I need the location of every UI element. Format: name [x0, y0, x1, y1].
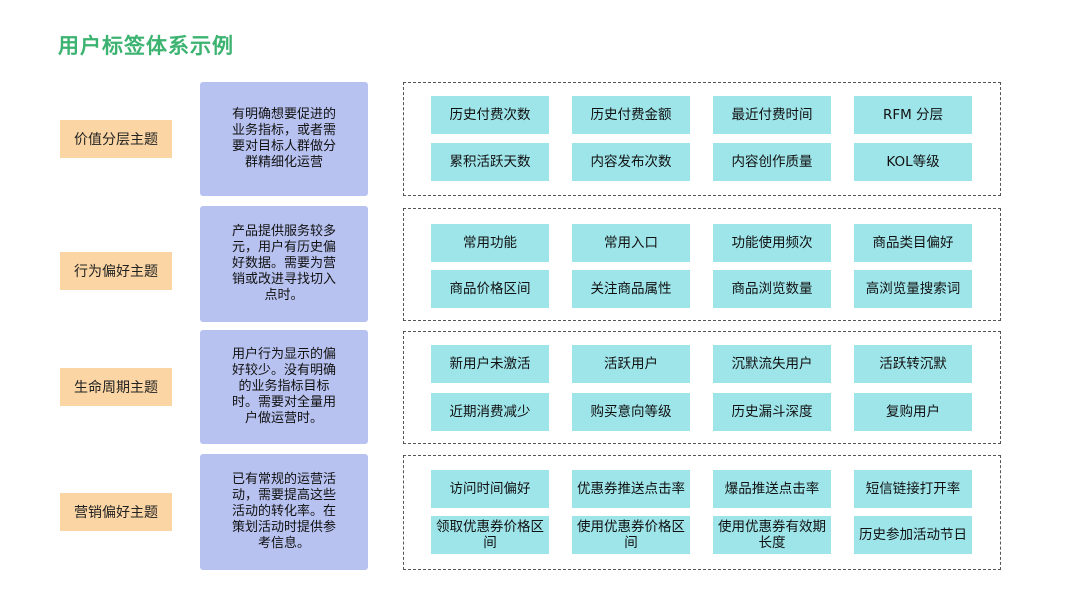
tag: 领取优惠券价格区间 — [431, 516, 549, 554]
tag: 短信链接打开率 — [854, 470, 972, 508]
tag: 历史付费次数 — [431, 96, 549, 134]
tag: 活跃用户 — [572, 345, 690, 383]
tag: 活跃转沉默 — [854, 345, 972, 383]
tag: 常用入口 — [572, 224, 690, 262]
tag: KOL等级 — [854, 143, 972, 181]
tag: 沉默流失用户 — [713, 345, 831, 383]
theme-label: 营销偏好主题 — [60, 493, 172, 531]
tag: 关注商品属性 — [572, 270, 690, 308]
tag-box: 新用户未激活 活跃用户 沉默流失用户 活跃转沉默 近期消费减少 购买意向等级 历… — [403, 331, 1001, 444]
tag: 内容创作质量 — [713, 143, 831, 181]
tag-box: 常用功能 常用入口 功能使用频次 商品类目偏好 商品价格区间 关注商品属性 商品… — [403, 208, 1001, 321]
tag-box: 历史付费次数 历史付费金额 最近付费时间 RFM 分层 累积活跃天数 内容发布次… — [403, 82, 1001, 196]
theme-label: 价值分层主题 — [60, 120, 172, 158]
tag-box: 访问时间偏好 优惠券推送点击率 爆品推送点击率 短信链接打开率 领取优惠券价格区… — [403, 455, 1001, 570]
tag: 使用优惠券价格区间 — [572, 516, 690, 554]
tag: 访问时间偏好 — [431, 470, 549, 508]
tag: 高浏览量搜索词 — [854, 270, 972, 308]
tag: 复购用户 — [854, 393, 972, 431]
tag: 近期消费减少 — [431, 393, 549, 431]
tag: 功能使用频次 — [713, 224, 831, 262]
page-title: 用户标签体系示例 — [58, 34, 234, 58]
tag: 使用优惠券有效期长度 — [713, 516, 831, 554]
theme-row: 行为偏好主题 产品提供服务较多元，用户有历史偏好数据。需要为营销或改进寻找切入点… — [0, 205, 1080, 323]
tag: 历史参加活动节日 — [854, 516, 972, 554]
theme-row: 生命周期主题 用户行为显示的偏好较少。没有明确的业务指标目标时。需要对全量用户做… — [0, 328, 1080, 446]
tag: 常用功能 — [431, 224, 549, 262]
tag: 商品浏览数量 — [713, 270, 831, 308]
theme-description: 已有常规的运营活动，需要提高这些活动的转化率。在策划活动时提供参考信息。 — [200, 454, 368, 570]
tag: 优惠券推送点击率 — [572, 470, 690, 508]
theme-row: 价值分层主题 有明确想要促进的业务指标，或者需要对目标人群做分群精细化运营 历史… — [0, 80, 1080, 198]
tag: 历史付费金额 — [572, 96, 690, 134]
tag: 累积活跃天数 — [431, 143, 549, 181]
tag: RFM 分层 — [854, 96, 972, 134]
tag: 爆品推送点击率 — [713, 470, 831, 508]
theme-description: 有明确想要促进的业务指标，或者需要对目标人群做分群精细化运营 — [200, 82, 368, 196]
tag: 购买意向等级 — [572, 393, 690, 431]
tag: 最近付费时间 — [713, 96, 831, 134]
theme-label: 行为偏好主题 — [60, 252, 172, 290]
theme-label: 生命周期主题 — [60, 368, 172, 406]
tag: 商品价格区间 — [431, 270, 549, 308]
tag: 历史漏斗深度 — [713, 393, 831, 431]
tag: 商品类目偏好 — [854, 224, 972, 262]
tag: 内容发布次数 — [572, 143, 690, 181]
theme-description: 产品提供服务较多元，用户有历史偏好数据。需要为营销或改进寻找切入点时。 — [200, 206, 368, 322]
theme-row: 营销偏好主题 已有常规的运营活动，需要提高这些活动的转化率。在策划活动时提供参考… — [0, 452, 1080, 570]
theme-description: 用户行为显示的偏好较少。没有明确的业务指标目标时。需要对全量用户做运营时。 — [200, 330, 368, 444]
tag: 新用户未激活 — [431, 345, 549, 383]
